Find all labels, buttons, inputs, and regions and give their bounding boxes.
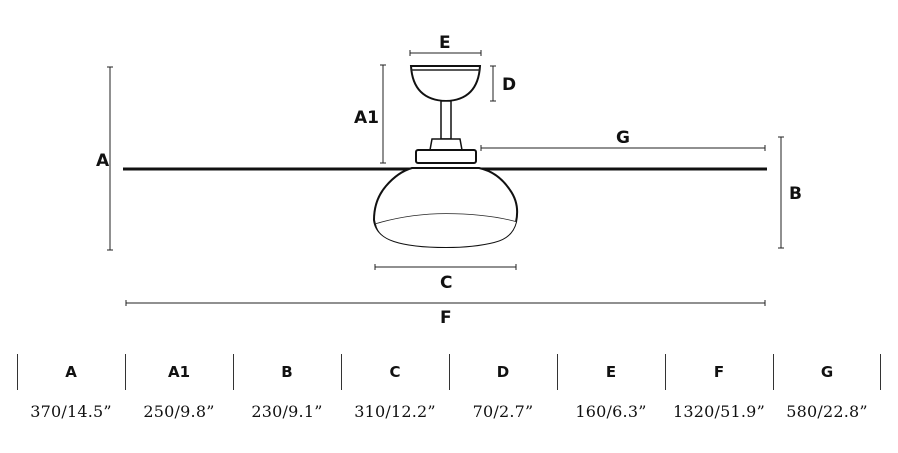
label-g: G xyxy=(616,128,630,148)
value-a: 370/14.5” xyxy=(30,401,112,421)
header-b: B xyxy=(281,363,293,381)
header-e: E xyxy=(605,363,617,381)
header-d: D xyxy=(496,363,510,381)
dimension-f xyxy=(125,300,766,306)
table-separator xyxy=(557,354,558,390)
dimension-d xyxy=(490,65,496,102)
label-d: D xyxy=(502,75,516,95)
table-separator xyxy=(773,354,774,390)
motor-collar xyxy=(429,138,463,151)
dimension-c xyxy=(374,264,517,270)
label-c: C xyxy=(440,273,452,293)
value-b: 230/9.1” xyxy=(251,401,323,421)
table-separator xyxy=(233,354,234,390)
value-f: 1320/51.9” xyxy=(673,401,765,421)
table-separator xyxy=(341,354,342,390)
table-separator xyxy=(665,354,666,390)
header-f: F xyxy=(713,363,725,381)
table-value-row: 370/14.5” 250/9.8” 230/9.1” 310/12.2” 70… xyxy=(17,396,881,426)
table-separator xyxy=(449,354,450,390)
dimension-table: A A1 B C D E F G 370/14.5” 250/9.8” 230/… xyxy=(17,350,881,450)
dimension-a1 xyxy=(380,64,386,164)
value-c: 310/12.2” xyxy=(354,401,436,421)
dimension-b xyxy=(778,136,784,249)
downrod xyxy=(440,100,452,140)
table-separator xyxy=(880,354,881,390)
header-g: G xyxy=(820,363,834,381)
table-header-row: A A1 B C D E F G xyxy=(17,354,881,390)
header-a: A xyxy=(65,363,77,381)
value-a1: 250/9.8” xyxy=(143,401,215,421)
ceiling-canopy xyxy=(409,65,482,103)
label-a1: A1 xyxy=(354,108,379,128)
motor-housing xyxy=(415,149,477,164)
value-e: 160/6.3” xyxy=(575,401,647,421)
value-d: 70/2.7” xyxy=(472,401,534,421)
label-b: B xyxy=(789,184,802,204)
table-separator xyxy=(17,354,18,390)
label-e: E xyxy=(439,33,451,53)
light-glass-fill xyxy=(376,214,516,247)
dimension-g xyxy=(480,145,766,151)
header-c: C xyxy=(389,363,401,381)
label-f: F xyxy=(440,308,452,328)
dimension-a xyxy=(107,66,113,251)
ceiling-fan-dimension-diagram: A A1 E D G B xyxy=(96,33,802,328)
label-a: A xyxy=(96,151,110,171)
dimension-e xyxy=(409,50,482,56)
value-g: 580/22.8” xyxy=(786,401,868,421)
header-a1: A1 xyxy=(167,363,191,381)
table-separator xyxy=(125,354,126,390)
